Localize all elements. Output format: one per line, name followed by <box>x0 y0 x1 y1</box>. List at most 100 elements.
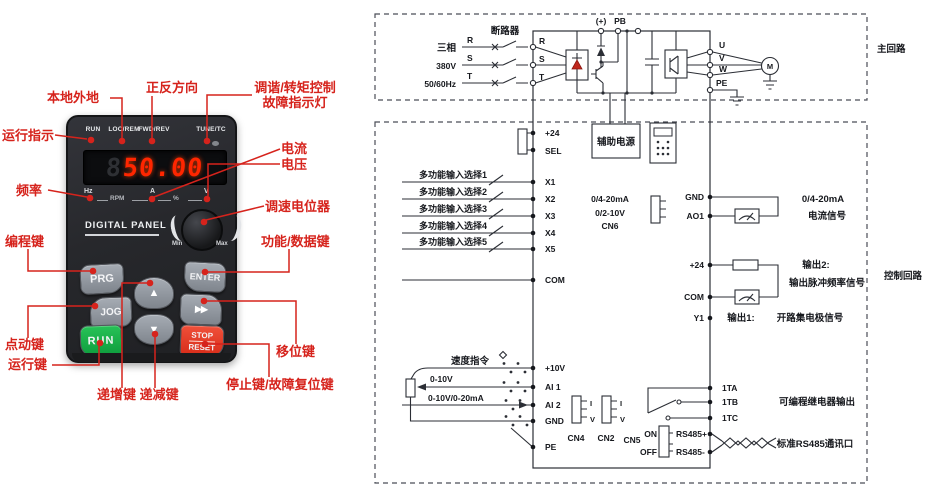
terminal-y1: Y1 <box>694 313 705 323</box>
phase-t: T <box>467 71 473 81</box>
pe-ground <box>712 89 744 106</box>
breaker-x-s <box>491 61 499 69</box>
main-circuit-label: 主回路 <box>877 43 906 55</box>
aux-power-feed <box>609 93 626 124</box>
cn5-label: CN5 <box>623 435 640 445</box>
seven-segment-display: 8 50.00 <box>83 150 227 185</box>
di-label-1: 多功能输入选择1 <box>419 169 487 180</box>
control-circuit-label: 控制回路 <box>884 270 923 282</box>
callout-current: 电流 <box>281 141 308 156</box>
aux-power-label: 辅助电源 <box>597 136 636 148</box>
terminal-24v: +24 <box>545 128 560 138</box>
main-circuit-box <box>374 13 868 101</box>
callout-stop-reset-key: 停止键/故障复位键 <box>226 377 334 392</box>
di-label-3: 多功能输入选择3 <box>419 203 487 214</box>
brake-diode-branch <box>597 33 619 68</box>
divider <box>158 200 171 201</box>
breaker-x-r <box>491 43 499 51</box>
rs485-jumper <box>658 425 670 458</box>
callout-speed-pot: 调速电位器 <box>265 199 331 214</box>
callout-run-indicator: 运行指示 <box>2 128 55 143</box>
di-label-4: 多功能输入选择4 <box>419 220 487 231</box>
ai2-range: 0-10V/0-20mA <box>428 393 484 403</box>
terminal-w: W <box>719 64 728 74</box>
terminal-10v: +10V <box>545 363 565 373</box>
terminal-ai1: AI 1 <box>545 382 561 392</box>
unit-v: V <box>204 188 209 195</box>
control-circuit-wires <box>402 128 779 458</box>
rs485-minus-label: RS485- <box>676 447 705 457</box>
inverter-box <box>664 49 688 79</box>
callout-tune-line1: 调谐/转矩控制 <box>254 80 336 95</box>
terminal-com: COM <box>545 275 565 285</box>
ao1-loop <box>712 196 779 217</box>
callout-voltage: 电压 <box>281 157 308 172</box>
ai2-arrow <box>519 401 528 409</box>
callout-run-key: 运行键 <box>8 357 48 372</box>
up-button[interactable]: ▲ <box>134 277 174 309</box>
control-terminals <box>530 130 713 455</box>
shift-button[interactable]: ▶▶ <box>179 293 223 326</box>
divider <box>188 200 202 201</box>
main-circuit-wires <box>462 31 780 124</box>
ao-desc-signal: 电流信号 <box>808 210 847 222</box>
dc-capacitor <box>645 31 659 93</box>
shift-arrows-icon: ▶▶ <box>194 303 208 315</box>
load-resistor <box>732 259 759 271</box>
rs485-off-label: OFF <box>640 447 657 457</box>
output1-label: 输出1: <box>727 312 754 324</box>
brand-label: DIGITAL PANEL <box>85 220 167 231</box>
terminal-gnd-ao: GND <box>685 192 704 202</box>
terminal-1ta: 1TA <box>722 383 737 393</box>
terminal-v: V <box>719 53 725 63</box>
cn2-i-label: I <box>620 399 622 408</box>
breaker-label: 断路器 <box>491 25 520 37</box>
prg-button[interactable]: PRG <box>79 262 125 296</box>
terminal-s: S <box>539 54 545 64</box>
ai1-range: 0-10V <box>430 374 453 384</box>
cn6-label: CN6 <box>601 221 618 231</box>
unit-rpm: RPM <box>110 195 125 202</box>
terminal-com-out: COM <box>684 292 704 302</box>
supply-frequency: 50/60Hz <box>424 79 456 89</box>
terminal-r: R <box>539 36 545 46</box>
knob-min-label: Min <box>172 241 183 247</box>
motor-label: M <box>767 62 773 71</box>
tune-led <box>212 141 219 146</box>
terminal-x1: X1 <box>545 177 556 187</box>
di-label-5: 多功能输入选择5 <box>419 236 487 247</box>
cn2-label: CN2 <box>597 433 614 443</box>
up-arrow-icon: ▲ <box>148 287 160 299</box>
terminal-x4: X4 <box>545 228 556 238</box>
do-loop <box>712 264 779 298</box>
terminal-x2: X2 <box>545 194 556 204</box>
callout-frequency: 频率 <box>16 183 43 198</box>
cn4-i-label: I <box>590 399 592 408</box>
rectifier-diode-icon <box>571 59 583 70</box>
indicator-fwd-rev: FWD/REV <box>138 126 170 133</box>
reset-label: RESET <box>188 342 216 352</box>
knob-arc-right <box>222 213 244 243</box>
enter-button[interactable]: ENTER <box>183 260 227 294</box>
terminal-gnd: GND <box>545 416 564 426</box>
rs485-plus-label: RS485+ <box>676 429 707 439</box>
rs485-desc: 标准RS485通讯口 <box>776 438 854 450</box>
di-label-2: 多功能输入选择2 <box>419 186 487 197</box>
ao-desc-range: 0/4-20mA <box>802 194 844 205</box>
pulse-meter <box>734 289 760 305</box>
shield-icon <box>498 350 508 360</box>
current-meter <box>734 208 760 224</box>
rs485-on-label: ON <box>644 429 657 439</box>
ao-range-1: 0/4-20mA <box>591 194 629 204</box>
jog-button[interactable]: JOG <box>89 296 133 328</box>
unit-hz: Hz <box>84 188 93 195</box>
callout-fwd-rev: 正反方向 <box>146 80 199 95</box>
callout-func-data-key: 功能/数据键 <box>261 234 330 249</box>
control-circuit-box <box>374 121 868 484</box>
brake-diode-icon <box>597 47 605 56</box>
cn6-jumper <box>650 195 661 224</box>
terminal-t: T <box>539 72 545 82</box>
brake-igbt <box>591 62 604 93</box>
cn4-v-label: V <box>590 415 595 424</box>
down-button[interactable]: ▼ <box>134 314 174 345</box>
